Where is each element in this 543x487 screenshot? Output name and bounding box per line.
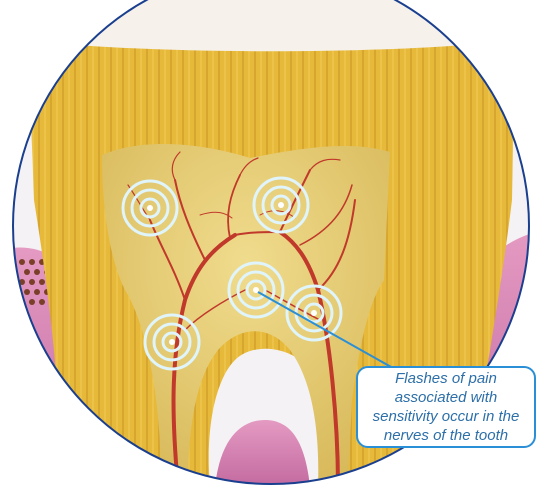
callout-text: Flashes of pain associated with sensitiv…: [366, 369, 526, 445]
pain-ring-center: [229, 263, 283, 317]
pain-ring-top-left: [123, 181, 177, 235]
pain-ring-top-right: [254, 178, 308, 232]
pain-ring-bottom-left: [145, 315, 199, 369]
callout-box: Flashes of pain associated with sensitiv…: [356, 366, 536, 448]
